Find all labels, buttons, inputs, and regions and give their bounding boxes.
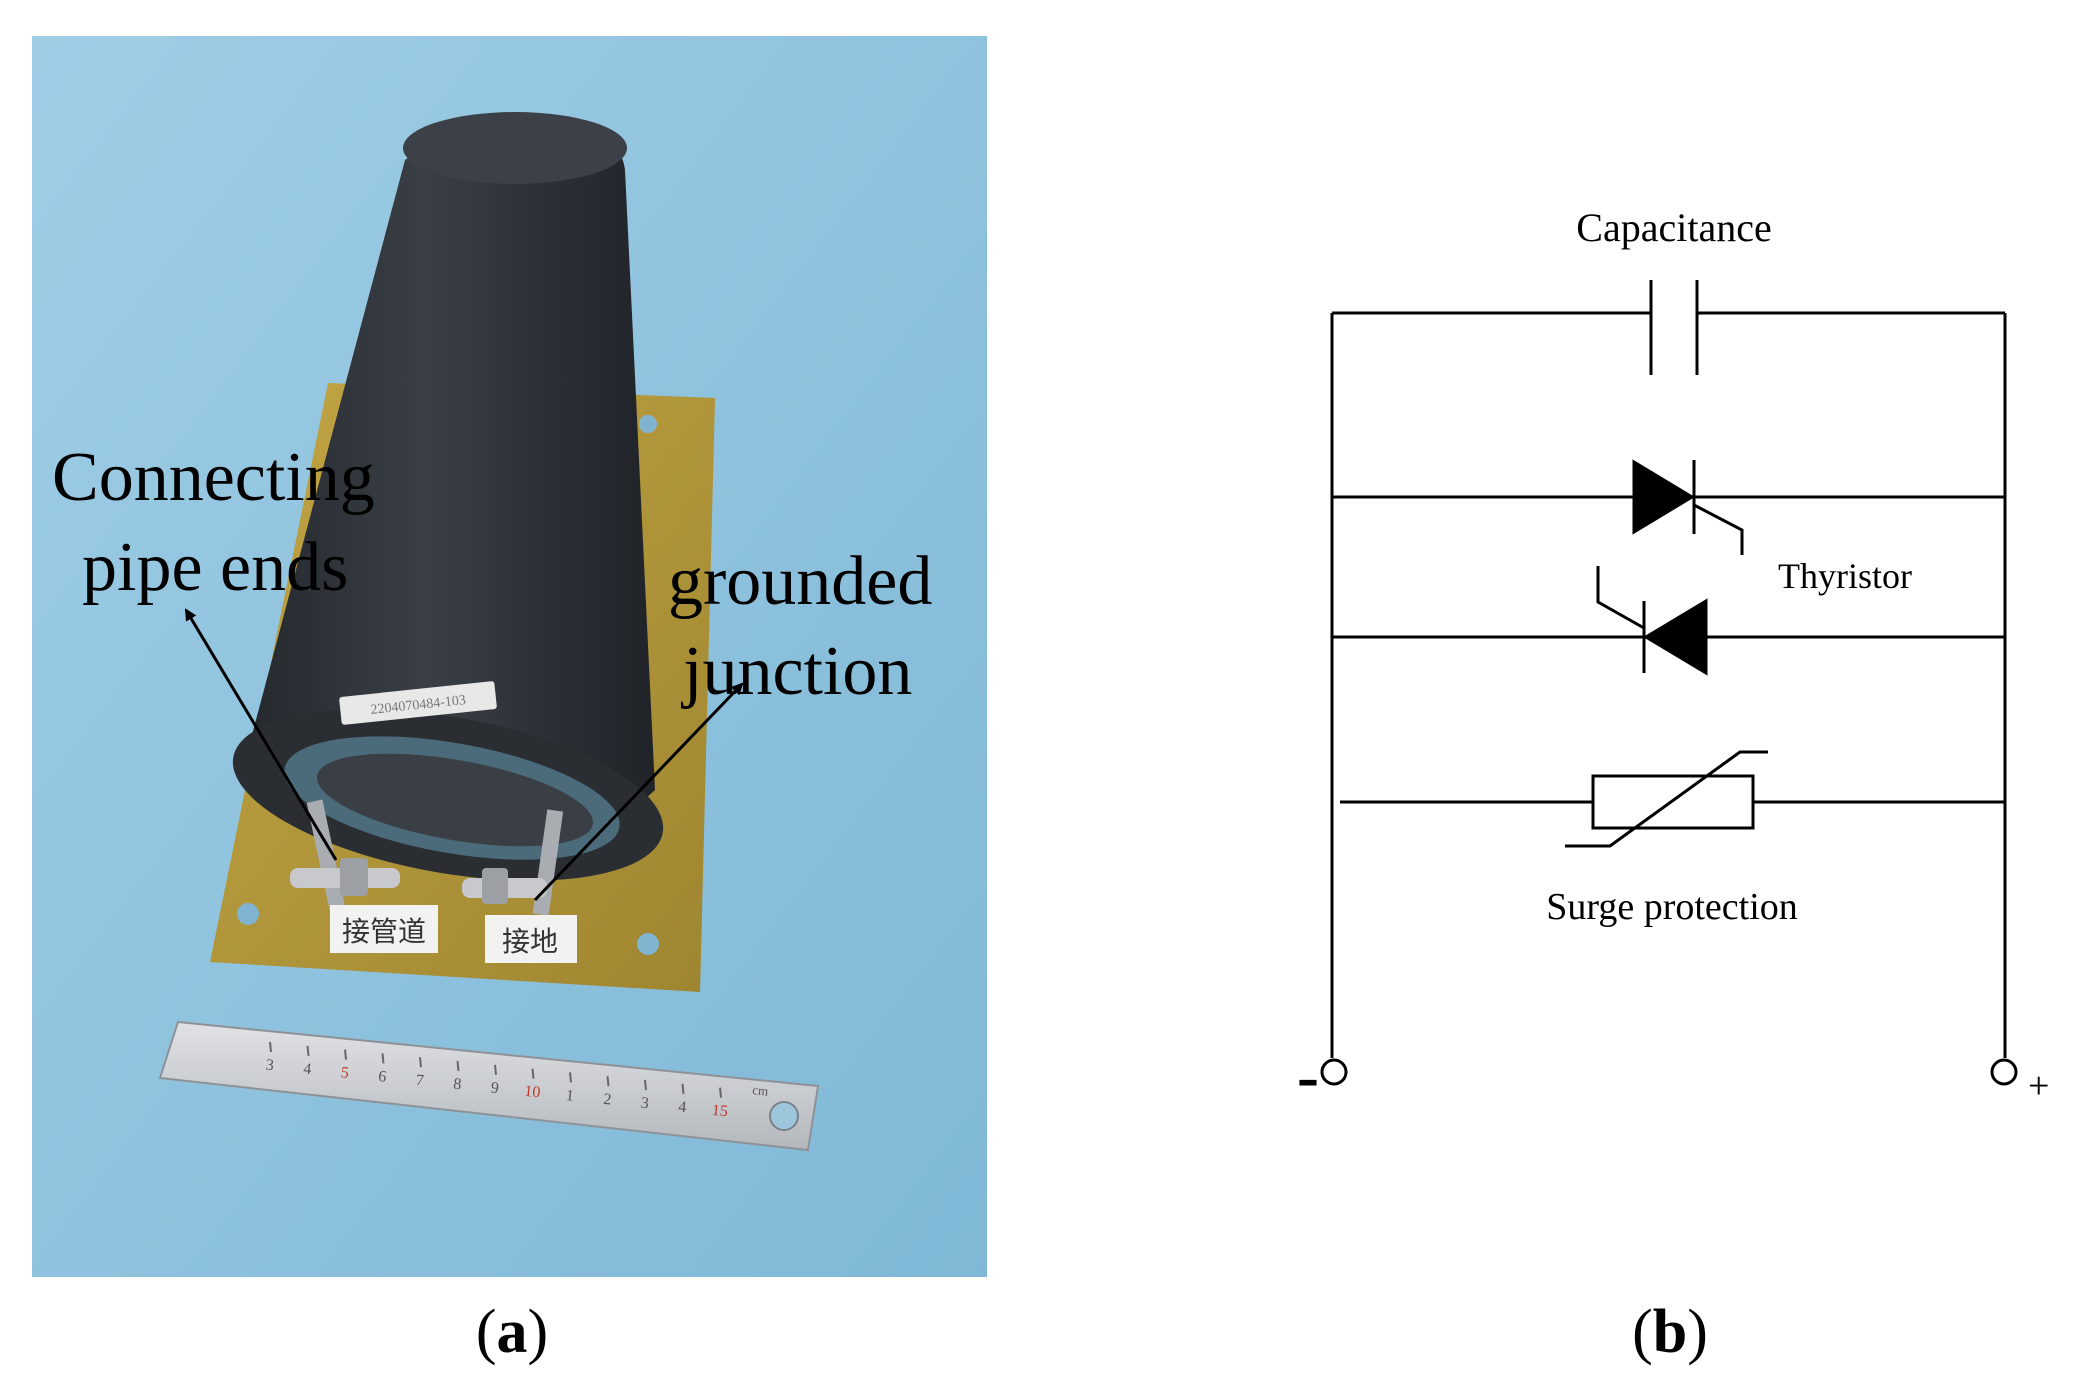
ruler-body <box>158 1020 820 1152</box>
svg-text:(b): (b) <box>1632 1298 1708 1366</box>
terminal-minus <box>1320 1058 1348 1086</box>
ruler-tick-label: 3 <box>640 1095 650 1113</box>
cylinder-top <box>403 112 627 184</box>
ruler-tick <box>306 1045 310 1056</box>
label-capacitance: Capacitance <box>1576 205 1771 250</box>
ruler-tick-label: 9 <box>490 1079 500 1097</box>
caption-paren-open: ( <box>476 1298 497 1366</box>
ruler-ticks: 3 4 5 6 7 8 9 10 1 2 3 4 15 <box>265 1041 729 1121</box>
ruler-tick-label: 4 <box>302 1060 312 1078</box>
ruler: 3 4 5 6 7 8 9 10 1 2 3 4 15 cm <box>158 1020 820 1152</box>
nut <box>340 858 368 896</box>
ruler-tick-label: 15 <box>711 1102 729 1121</box>
plate-hole <box>637 933 659 955</box>
ruler-tick-label: 6 <box>377 1068 387 1086</box>
caption-paren-close: ) <box>1687 1298 1708 1366</box>
ruler-tick-label: 8 <box>452 1076 462 1094</box>
arrow-grounded-junction <box>533 682 744 902</box>
cylinder-body <box>240 118 655 864</box>
caption-paren-open: ( <box>1632 1298 1653 1366</box>
caption-paren-close: ) <box>528 1298 549 1366</box>
ruler-tick-label: 4 <box>677 1098 687 1116</box>
ruler-tick-label: 1 <box>565 1087 575 1105</box>
caption-b: (b) <box>1632 1298 1708 1366</box>
label-grounded-line2: junction <box>680 633 912 710</box>
label-surge-protection: Surge protection <box>1546 886 1798 928</box>
arrow-connecting-pipe <box>184 608 338 861</box>
caption-letter-b: b <box>1653 1298 1687 1366</box>
thyristor-forward-symbol <box>1332 459 2005 555</box>
ruler-tick <box>456 1060 460 1072</box>
ruler-tick <box>419 1057 422 1068</box>
panel-b-circuit <box>1320 280 2018 1086</box>
ruler-tick <box>644 1079 647 1091</box>
ruler-tick <box>606 1076 610 1087</box>
ruler-tick <box>719 1087 722 1098</box>
caption-letter-a: a <box>497 1298 528 1366</box>
varistor-symbol <box>1340 750 2005 848</box>
terminal-label-ground: 接地 <box>502 926 558 958</box>
svg-text:(a): (a) <box>476 1298 548 1366</box>
label-thyristor: Thyristor <box>1778 556 1912 596</box>
ruler-tick <box>269 1041 272 1053</box>
capacitor-symbol <box>1332 280 2005 375</box>
terminal-plus <box>1990 1058 2018 1086</box>
ruler-tick <box>569 1072 572 1083</box>
ruler-tick <box>681 1083 685 1094</box>
ruler-tick-label: 10 <box>523 1083 541 1102</box>
terminal-label-box <box>330 905 438 953</box>
ruler-tick <box>494 1064 497 1075</box>
cylinder-inner <box>316 753 594 847</box>
ruler-tick-label: 2 <box>602 1091 612 1109</box>
label-plus: + <box>2028 1065 2049 1107</box>
plate-hole <box>639 415 657 433</box>
thyristor-reverse-symbol <box>1332 566 2005 676</box>
label-grounded-line1: grounded <box>668 543 932 620</box>
ruler-tick-label: 7 <box>415 1072 425 1090</box>
label-minus: - <box>1297 1040 1319 1113</box>
plate-hole <box>237 903 259 925</box>
nut <box>482 868 508 904</box>
ruler-tick <box>381 1053 385 1064</box>
ruler-unit: cm <box>752 1082 769 1099</box>
terminal-label-pipe: 接管道 <box>342 916 426 948</box>
label-connecting-line2: pipe ends <box>82 529 348 606</box>
caption-a: (a) <box>476 1298 548 1366</box>
ruler-tick-label: 5 <box>340 1064 350 1082</box>
ruler-hole <box>769 1101 799 1131</box>
terminal-label-box <box>485 915 577 963</box>
ruler-tick <box>531 1068 535 1079</box>
serial-tag <box>339 681 497 725</box>
ruler-tick <box>344 1049 347 1060</box>
label-connecting-line1: Connecting <box>52 439 375 516</box>
ruler-tick-label: 3 <box>265 1057 275 1075</box>
